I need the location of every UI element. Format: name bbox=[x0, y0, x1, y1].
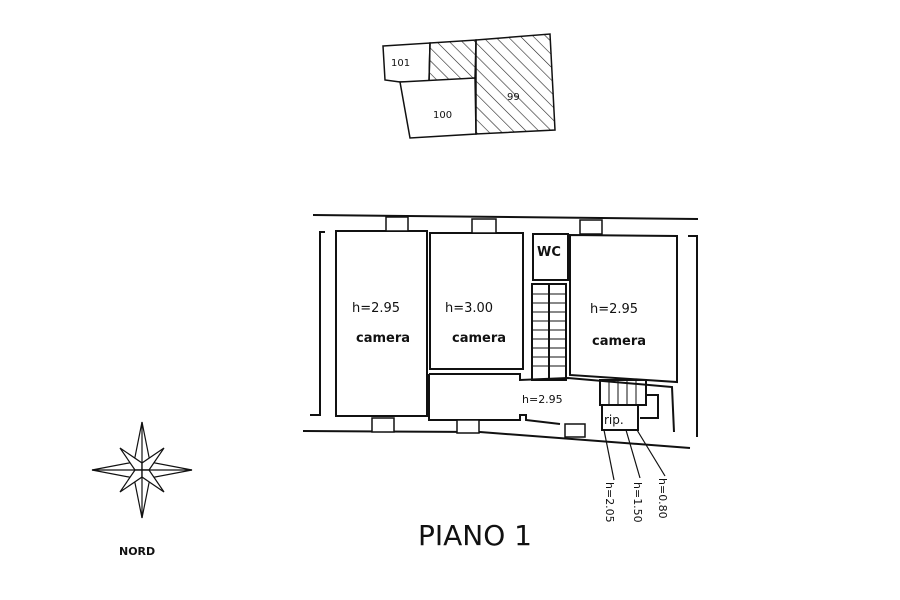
cadastral-map bbox=[382, 33, 556, 139]
parcel-100 bbox=[399, 77, 477, 139]
room-1-height: h=2.95 bbox=[352, 301, 400, 316]
callout-height-1: h=2.05 bbox=[603, 482, 616, 523]
room-3 bbox=[569, 233, 678, 384]
room-3-height: h=2.95 bbox=[590, 302, 638, 317]
parcel-label-99: 99 bbox=[507, 92, 520, 103]
corridor-height: h=2.95 bbox=[522, 393, 563, 406]
storage-label: rip. bbox=[604, 413, 624, 427]
compass-label: NORD bbox=[119, 545, 155, 558]
wc-room bbox=[532, 233, 569, 281]
storage-room bbox=[601, 404, 639, 431]
parcel-label-101: 101 bbox=[391, 58, 410, 69]
parcel-hatched-strip bbox=[428, 39, 477, 83]
room-2-label: camera bbox=[452, 331, 506, 346]
windows bbox=[371, 216, 603, 438]
room-1-label: camera bbox=[356, 331, 410, 346]
corridor bbox=[429, 373, 675, 433]
room-2-height: h=3.00 bbox=[445, 301, 493, 316]
parcel-label-100: 100 bbox=[433, 110, 452, 121]
compass-rose-icon bbox=[91, 421, 193, 519]
parcel-99 bbox=[475, 33, 556, 135]
callout-height-2: h=1.50 bbox=[631, 482, 644, 523]
wc-label: WC bbox=[537, 245, 561, 260]
room-1 bbox=[335, 230, 428, 417]
walls bbox=[302, 214, 699, 449]
stair-treads bbox=[532, 293, 637, 405]
floor-title: PIANO 1 bbox=[418, 519, 532, 552]
room-3-label: camera bbox=[592, 334, 646, 349]
callout-height-3: h=0.80 bbox=[656, 478, 669, 519]
callout-leaders bbox=[603, 429, 666, 481]
